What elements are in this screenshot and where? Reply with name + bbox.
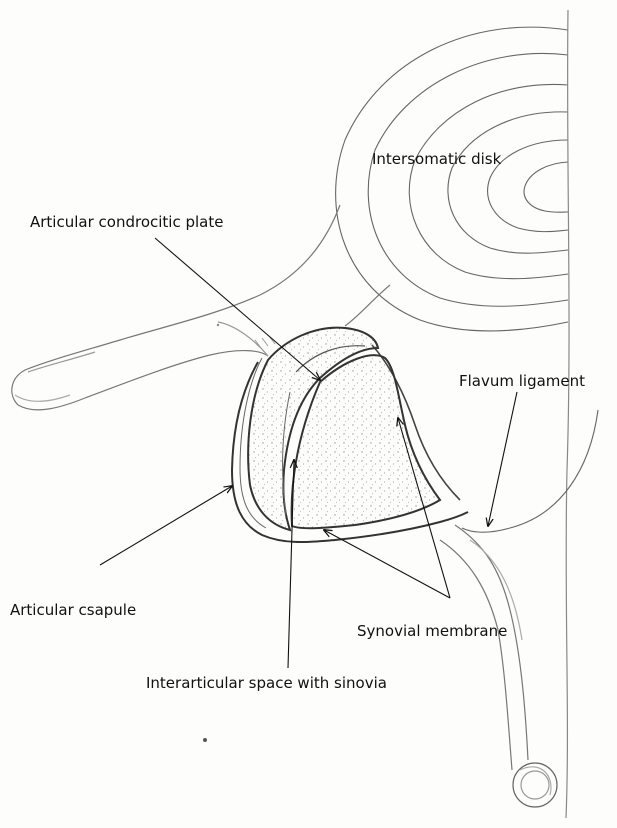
label-intersomatic-disk: Intersomatic disk bbox=[372, 150, 501, 168]
arrow-interarticular-space bbox=[288, 460, 294, 668]
label-interarticular-space: Interarticular space with sinovia bbox=[146, 674, 387, 692]
arrow-flavum-ligament bbox=[488, 392, 517, 526]
arrow-synovial-1 bbox=[324, 530, 450, 598]
arrow-articular-capsule bbox=[100, 486, 232, 565]
label-articular-plate: Articular condrocitic plate bbox=[30, 213, 223, 231]
label-synovial-membrane: Synovial membrane bbox=[357, 622, 507, 640]
label-articular-capsule: Articular csapule bbox=[10, 601, 136, 619]
label-flavum-ligament: Flavum ligament bbox=[459, 372, 585, 390]
arrow-articular-plate bbox=[155, 238, 320, 380]
